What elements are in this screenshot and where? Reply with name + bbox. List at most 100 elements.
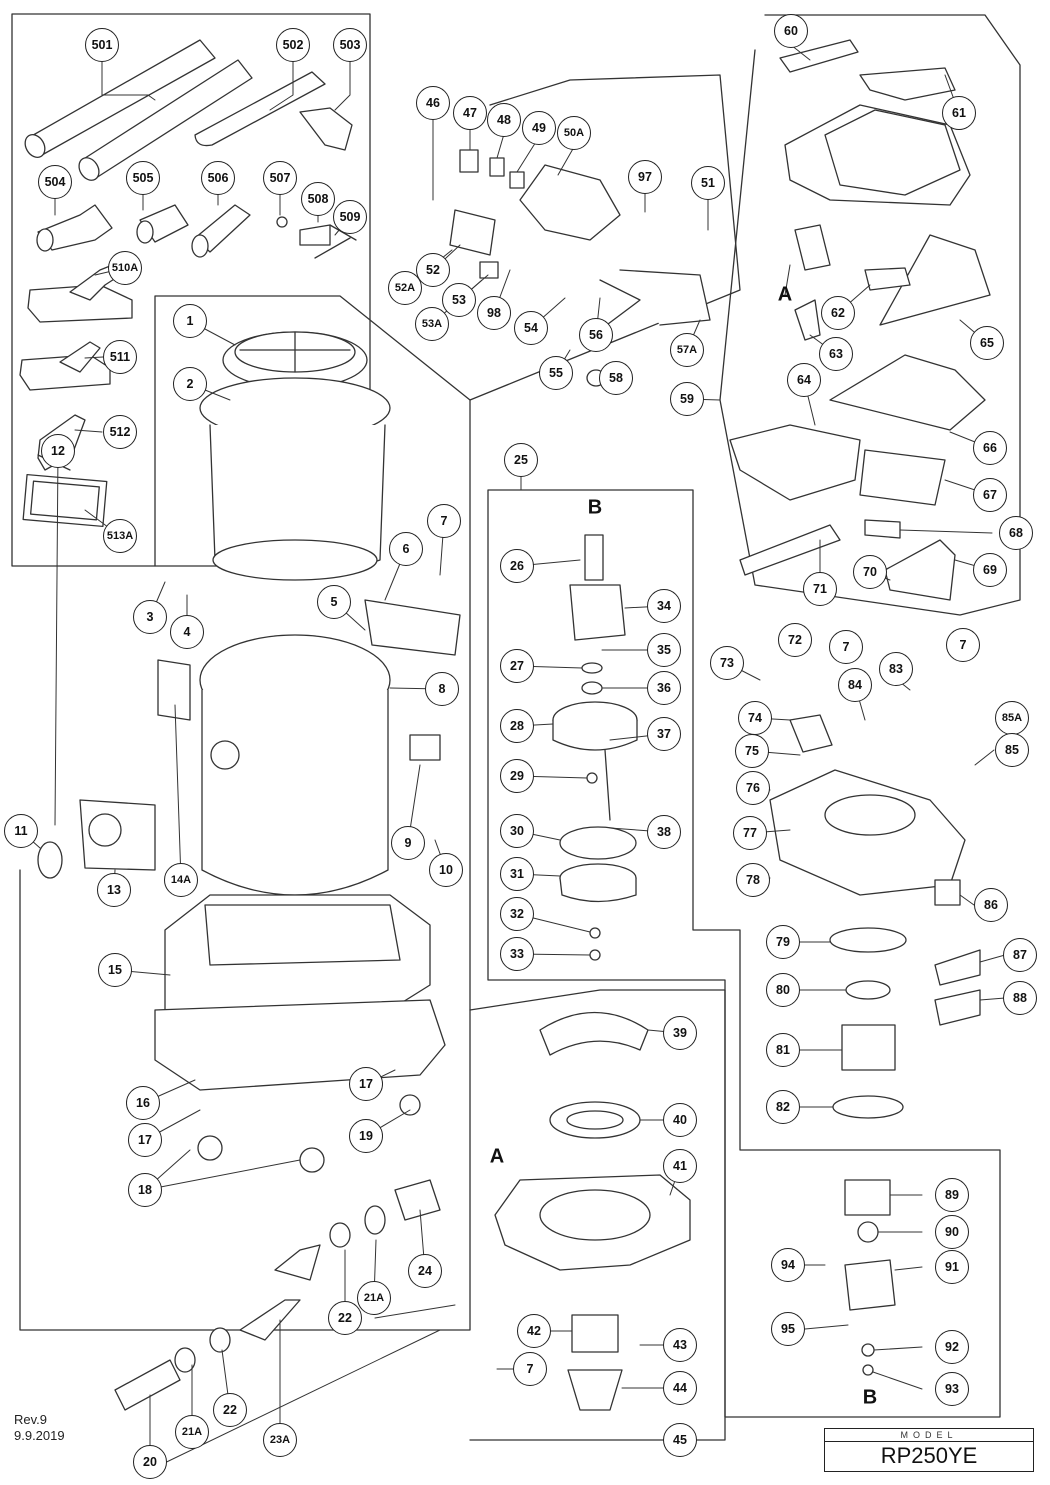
callout-29: 29 xyxy=(500,759,534,793)
callout-25: 25 xyxy=(504,443,538,477)
callout-36: 36 xyxy=(647,671,681,705)
switch-assembly xyxy=(449,149,711,387)
callout-33: 33 xyxy=(500,937,534,971)
callout-87: 87 xyxy=(1003,938,1037,972)
callout-60: 60 xyxy=(774,14,808,48)
callout-21A: 21A xyxy=(357,1281,391,1315)
callout-23A: 23A xyxy=(263,1423,297,1457)
callout-12: 12 xyxy=(41,434,75,468)
callout-30: 30 xyxy=(500,814,534,848)
callout-63: 63 xyxy=(819,337,853,371)
revision-info: Rev.9 9.9.2019 xyxy=(14,1412,65,1444)
callout-16: 16 xyxy=(126,1086,160,1120)
callout-76: 76 xyxy=(736,771,770,805)
callout-17: 17 xyxy=(128,1123,162,1157)
callout-42: 42 xyxy=(517,1314,551,1348)
head-module xyxy=(769,714,981,1376)
callout-91: 91 xyxy=(935,1250,969,1284)
callout-89: 89 xyxy=(935,1178,969,1212)
revision-label: Rev.9 xyxy=(14,1412,47,1427)
callout-37: 37 xyxy=(647,717,681,751)
side-parts xyxy=(37,599,461,879)
callout-7: 7 xyxy=(829,630,863,664)
callout-72: 72 xyxy=(778,623,812,657)
base-housing xyxy=(154,894,446,1091)
callout-513A: 513A xyxy=(103,519,137,553)
callout-19: 19 xyxy=(349,1119,383,1153)
callout-95: 95 xyxy=(771,1312,805,1346)
callout-21A: 21A xyxy=(175,1415,209,1449)
casters xyxy=(197,1094,421,1173)
model-box: MODEL RP250YE xyxy=(824,1428,1034,1472)
callout-57A: 57A xyxy=(670,333,704,367)
callout-4: 4 xyxy=(170,615,204,649)
callout-80: 80 xyxy=(766,973,800,1007)
leader-lines xyxy=(20,44,1006,1471)
callout-505: 505 xyxy=(126,161,160,195)
callout-38: 38 xyxy=(647,815,681,849)
callout-10: 10 xyxy=(429,853,463,887)
callout-81: 81 xyxy=(766,1033,800,1067)
callout-39: 39 xyxy=(663,1016,697,1050)
callout-68: 68 xyxy=(999,516,1033,550)
reference-letter-b-top: B xyxy=(587,496,603,519)
callout-40: 40 xyxy=(663,1103,697,1137)
callout-94: 94 xyxy=(771,1248,805,1282)
callout-7: 7 xyxy=(513,1352,547,1386)
callout-43: 43 xyxy=(663,1328,697,1362)
callout-54: 54 xyxy=(514,311,548,345)
callout-501: 501 xyxy=(85,28,119,62)
callout-1: 1 xyxy=(173,304,207,338)
callout-52A: 52A xyxy=(388,271,422,305)
callout-49: 49 xyxy=(522,111,556,145)
callout-50A: 50A xyxy=(557,116,591,150)
callout-56: 56 xyxy=(579,318,613,352)
callout-503: 503 xyxy=(333,28,367,62)
reference-letter-a-bottom: A xyxy=(489,1145,505,1168)
callout-77: 77 xyxy=(733,816,767,850)
callout-58: 58 xyxy=(599,361,633,395)
reference-letter-a-top: A xyxy=(777,283,793,306)
callout-85A: 85A xyxy=(995,701,1029,735)
callout-69: 69 xyxy=(973,553,1007,587)
callout-34: 34 xyxy=(647,589,681,623)
callout-24: 24 xyxy=(408,1254,442,1288)
callout-512: 512 xyxy=(103,415,137,449)
filter-assembly xyxy=(199,331,391,581)
callout-48: 48 xyxy=(487,103,521,137)
callout-14A: 14A xyxy=(164,863,198,897)
callout-93: 93 xyxy=(935,1372,969,1406)
callout-59: 59 xyxy=(670,382,704,416)
callout-65: 65 xyxy=(970,326,1004,360)
motor-frame xyxy=(487,489,1001,1418)
callout-66: 66 xyxy=(973,431,1007,465)
callout-7: 7 xyxy=(946,628,980,662)
callout-7: 7 xyxy=(427,504,461,538)
motor-assembly xyxy=(552,534,638,961)
callout-74: 74 xyxy=(738,701,772,735)
callout-9: 9 xyxy=(391,826,425,860)
floor-nozzles xyxy=(19,261,133,528)
callout-18: 18 xyxy=(128,1173,162,1207)
callout-71: 71 xyxy=(803,572,837,606)
callout-6: 6 xyxy=(389,532,423,566)
callout-8: 8 xyxy=(425,672,459,706)
callout-22: 22 xyxy=(328,1301,362,1335)
callout-28: 28 xyxy=(500,709,534,743)
callout-70: 70 xyxy=(853,555,887,589)
model-label: MODEL xyxy=(900,1430,958,1440)
callout-53A: 53A xyxy=(415,307,449,341)
callout-88: 88 xyxy=(1003,981,1037,1015)
callout-32: 32 xyxy=(500,897,534,931)
callout-85: 85 xyxy=(995,733,1029,767)
callout-90: 90 xyxy=(935,1215,969,1249)
callout-11: 11 xyxy=(4,814,38,848)
callout-55: 55 xyxy=(539,356,573,390)
callout-78: 78 xyxy=(736,863,770,897)
callout-86: 86 xyxy=(974,888,1008,922)
callout-53: 53 xyxy=(442,283,476,317)
callout-92: 92 xyxy=(935,1330,969,1364)
callout-17: 17 xyxy=(349,1067,383,1101)
revision-date: 9.9.2019 xyxy=(14,1428,65,1443)
